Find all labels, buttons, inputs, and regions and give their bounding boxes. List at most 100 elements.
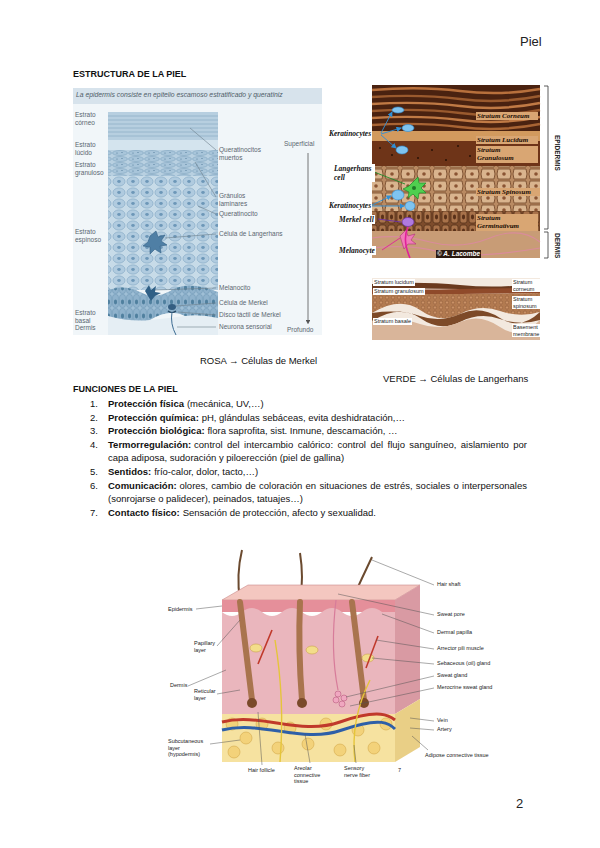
figure-label: Adipose connective tissue (425, 752, 489, 759)
figure-label: Stratum Spinosum (476, 188, 540, 196)
figure-label: Stratum Germinativum (476, 214, 538, 231)
figure-label: Melanocyte (338, 246, 376, 255)
list-term: Protección química: (108, 412, 199, 423)
list-item: 6.Comunicación:olores, cambio de colorac… (90, 479, 527, 506)
color-note: ROSA → Células de Merkel (200, 355, 317, 366)
figure-label: Langerhans cell (333, 164, 375, 182)
figure-label: Stratum corneum (512, 279, 542, 292)
figure-label: Célula de Langerhans (219, 230, 283, 238)
figure-label: Gránulos laminares (219, 192, 274, 208)
figure-label: Sweat pore (437, 611, 465, 618)
epidermis-figure (73, 88, 322, 335)
figure-label: Merocrine sweat gland (437, 684, 492, 691)
epidermis-illustration (372, 85, 548, 258)
figure-label: Hair follicle (248, 767, 275, 774)
figure-label: Stratum spinosum (512, 296, 542, 309)
figure-label: Dermis (170, 682, 187, 689)
figure-label: Profundo (287, 326, 313, 334)
running-header: Piel (520, 34, 542, 50)
figure-label: Stratum basale (373, 318, 412, 325)
list-text: (mecánica, UV,…) (187, 398, 264, 409)
figure-label: Stratum Corneum (476, 112, 538, 120)
figure-label: Superficial (284, 140, 314, 148)
list-item: 3.Protección biológica:flora saprofita, … (90, 424, 527, 438)
list-number: 7. (90, 506, 108, 520)
figure-label: Stratum Lucidum (476, 136, 538, 144)
figure-label: Sensory nerve fiber (344, 765, 374, 778)
list-body: Contacto físico:Sensación de protección,… (108, 506, 527, 520)
list-item: 1.Protección física(mecánica, UV,…) (90, 397, 527, 411)
figure-label: EPIDERMIS (553, 135, 561, 171)
color-note: VERDE → Células de Langerhans (383, 373, 528, 384)
list-number: 5. (90, 465, 108, 479)
figure-label: Stratum lucidum (373, 279, 415, 286)
figure-label: Keratinocytes (328, 129, 372, 138)
figure-label: Arrector pili muscle (437, 645, 484, 652)
section-heading: FUNCIONES DE LA PIEL (73, 384, 178, 395)
list-number: 3. (90, 424, 108, 438)
figure-label: Estrato lúcido (75, 141, 107, 157)
list-body: Sentidos:frío-calor, dolor, tacto,…) (108, 465, 527, 479)
figure-label: Queratinocito (219, 210, 258, 218)
figure-label: Artery (437, 726, 452, 733)
list-term: Sentidos: (108, 466, 151, 477)
figure-label: 7 (398, 767, 401, 774)
list-text: frío-calor, dolor, tacto,…) (154, 466, 258, 477)
figure-label: Estrato espinoso (75, 228, 107, 244)
list-item: 7.Contacto físico:Sensación de protecció… (90, 506, 527, 520)
figure-label: Vein (437, 717, 448, 724)
figure-label: Epidermis (168, 606, 192, 613)
list-body: Protección química:pH, glándulas sebácea… (108, 411, 527, 425)
figure-caption: La epidermis consiste en epitelio escamo… (76, 91, 283, 99)
figure-label: Areolar connective tissue (294, 765, 328, 785)
figure-label: Basement membrane (512, 324, 542, 337)
figure-label: Melanocito (219, 284, 250, 292)
figure-label: Stratum Granulosum (476, 146, 538, 163)
list-body: Protección biológica:flora saprofita, si… (108, 424, 527, 438)
list-item: 5.Sentidos:frío-calor, dolor, tacto,…) (90, 465, 527, 479)
figure-label: Dermis (75, 324, 107, 332)
figure-label: Sebaceous (oil) gland (437, 660, 490, 667)
page-number: 2 (516, 796, 523, 812)
list-body: Protección física(mecánica, UV,…) (108, 397, 527, 411)
list-body: Termorregulación:control del intercambio… (108, 438, 527, 465)
list-term: Contacto físico: (108, 507, 180, 518)
list-number: 4. (90, 438, 108, 465)
list-text: pH, glándulas sebáceas, evita deshidrata… (202, 412, 405, 423)
figure-label: Disco táctil de Merkel (219, 311, 281, 319)
figure-label: Keratinocytes (328, 201, 372, 210)
list-item: 4.Termorregulación:control del intercamb… (90, 438, 527, 465)
function-list: 1.Protección física(mecánica, UV,…)2.Pro… (90, 397, 527, 519)
figure-label: Sweat gland (437, 672, 467, 679)
list-term: Protección biológica: (108, 425, 205, 436)
figure-label: Dermal papilla (437, 629, 472, 636)
list-number: 6. (90, 479, 108, 506)
figure-label: Stratum granulosum (373, 288, 425, 295)
figure-label: Hair shaft (437, 581, 461, 588)
figure-label: Papillary layer (194, 640, 216, 653)
figure-label: Estrato granuloso (75, 161, 107, 177)
list-number: 1. (90, 397, 108, 411)
skin-block (188, 550, 434, 765)
figure-label: Neurona sensorial (219, 323, 272, 331)
list-body: Comunicación:olores, cambio de coloració… (108, 479, 527, 506)
figure-label: Queratinocitos muertos (219, 146, 274, 162)
list-term: Termorregulación: (108, 439, 191, 450)
figure-label: Reticular layer (194, 688, 216, 701)
list-text: Sensación de protección, afecto y sexual… (183, 507, 376, 518)
figure-label: Estrato córneo (75, 111, 107, 127)
list-term: Protección física (108, 398, 184, 409)
list-item: 2.Protección química:pH, glándulas sebác… (90, 411, 527, 425)
figure-label: Subcutaneous layer (hypodermis) (168, 738, 208, 758)
figure-label: Célula de Merkel (219, 299, 268, 307)
list-term: Comunicación: (108, 480, 177, 491)
figure-label: DERMIS (553, 233, 561, 258)
list-number: 2. (90, 411, 108, 425)
figure-label: Merkel cell (338, 215, 375, 224)
section-heading: ESTRUCTURA DE LA PIEL (73, 69, 186, 80)
list-text: flora saprofita, sist. Inmune, descamaci… (207, 425, 397, 436)
figure-label: Estrato basal (75, 309, 107, 325)
figure-label: © A. Lacombe (436, 250, 481, 258)
